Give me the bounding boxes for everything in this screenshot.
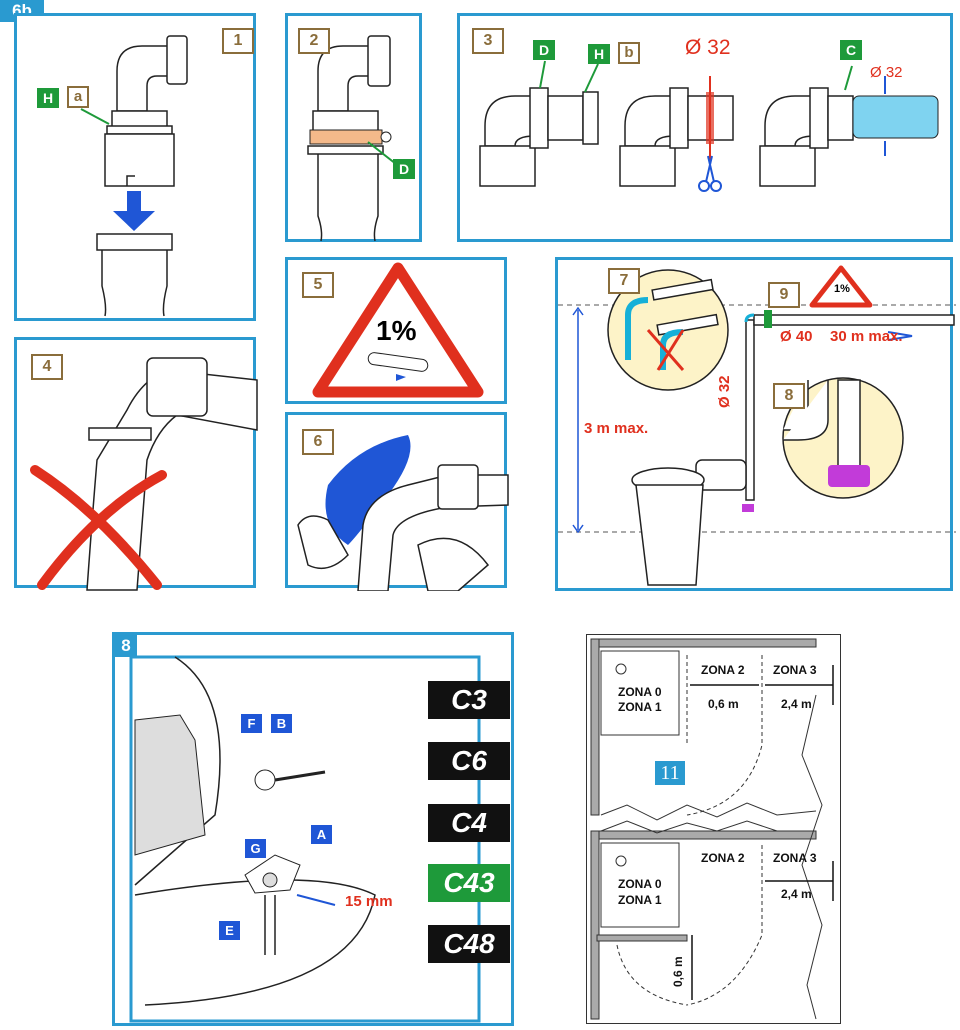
toilet-installation-illustration	[558, 265, 956, 586]
diameter-label: Ø 32	[870, 64, 903, 81]
tag-g: G	[245, 839, 266, 858]
slope-label: 1%	[376, 315, 417, 346]
tag-e: E	[219, 921, 240, 940]
distance-06-label: 0,6 m	[671, 956, 685, 987]
zona-1-label: ZONA 1	[618, 893, 662, 907]
slope-label: 1%	[834, 283, 850, 295]
zona-3-label: ZONA 3	[773, 663, 817, 677]
section-11-number: 11	[660, 762, 680, 784]
tag-a: a	[67, 86, 89, 108]
panel-6-number: 6	[302, 429, 334, 455]
zona-0-label: ZONA 0	[618, 877, 662, 891]
panel-9-number: 9	[768, 282, 800, 308]
tag-a: A	[311, 825, 332, 844]
pipe-cut-illustration	[479, 60, 939, 192]
zona-0-label: ZONA 0	[618, 685, 662, 699]
code-c48: C48	[428, 925, 510, 963]
zona-2-label: ZONA 2	[701, 851, 745, 865]
diameter-label: Ø 32	[685, 36, 731, 59]
section-11: 11 ZONA 0 ZONA 1 ZONA 2 ZONA 3 0,6 m 2,4…	[586, 634, 841, 1024]
panel-4: 4	[14, 337, 258, 591]
panel-6: 6	[285, 412, 509, 591]
tag-c: C	[840, 40, 862, 60]
elbow-clamp-illustration	[307, 35, 397, 242]
diameter-40-label: Ø 40	[780, 328, 813, 345]
tag-b: B	[271, 714, 292, 733]
panel-2: 2 D	[285, 13, 422, 242]
distance-24-label: 2,4 m	[781, 697, 812, 711]
panel-5-number: 5	[302, 272, 334, 298]
hands-pipe-illustration	[297, 435, 509, 591]
distance-24-label: 2,4 m	[781, 887, 812, 901]
tag-d: D	[393, 159, 415, 179]
code-c3: C3	[428, 681, 510, 719]
code-c4: C4	[428, 804, 510, 842]
distance-06-label: 0,6 m	[708, 697, 739, 711]
zona-2-label: ZONA 2	[701, 663, 745, 677]
panel-7-number: 7	[608, 268, 640, 294]
panel-8-number: 8	[773, 383, 805, 409]
panel-2-number: 2	[298, 28, 330, 54]
tag-h: H	[588, 44, 610, 64]
panel-4-number: 4	[31, 354, 63, 380]
tag-b: b	[618, 42, 640, 64]
tag-f: F	[241, 714, 262, 733]
max-height-label: 3 m max.	[584, 420, 649, 437]
code-c43: C43	[428, 864, 510, 902]
panel-1: 1 H a	[14, 13, 256, 321]
elbow-drop-illustration	[80, 35, 188, 317]
tag-d: D	[533, 40, 555, 60]
bathroom-zones-diagram	[590, 638, 834, 1020]
max-length-label: 30 m max.	[830, 328, 903, 345]
warning-triangle-illustration	[312, 262, 484, 398]
zona-1-label: ZONA 1	[618, 700, 662, 714]
dimension-label: 15 mm	[345, 893, 393, 910]
diameter-32-label: Ø 32	[716, 375, 733, 408]
panel-5: 5 1%	[285, 257, 507, 404]
panel-room: 7 9 8 1% Ø 40 30 m max. Ø 32 3 m max.	[555, 257, 956, 591]
code-c6: C6	[428, 742, 510, 780]
panel-3: 3 D H b Ø 32 C Ø 32	[457, 13, 953, 242]
wrong-install-illustration	[30, 357, 258, 591]
panel-3-number: 3	[472, 28, 504, 54]
panel-1-number: 1	[222, 28, 254, 54]
zona-3-label: ZONA 3	[773, 851, 817, 865]
tag-h: H	[37, 88, 59, 108]
section-8-badge: 8	[115, 635, 137, 657]
